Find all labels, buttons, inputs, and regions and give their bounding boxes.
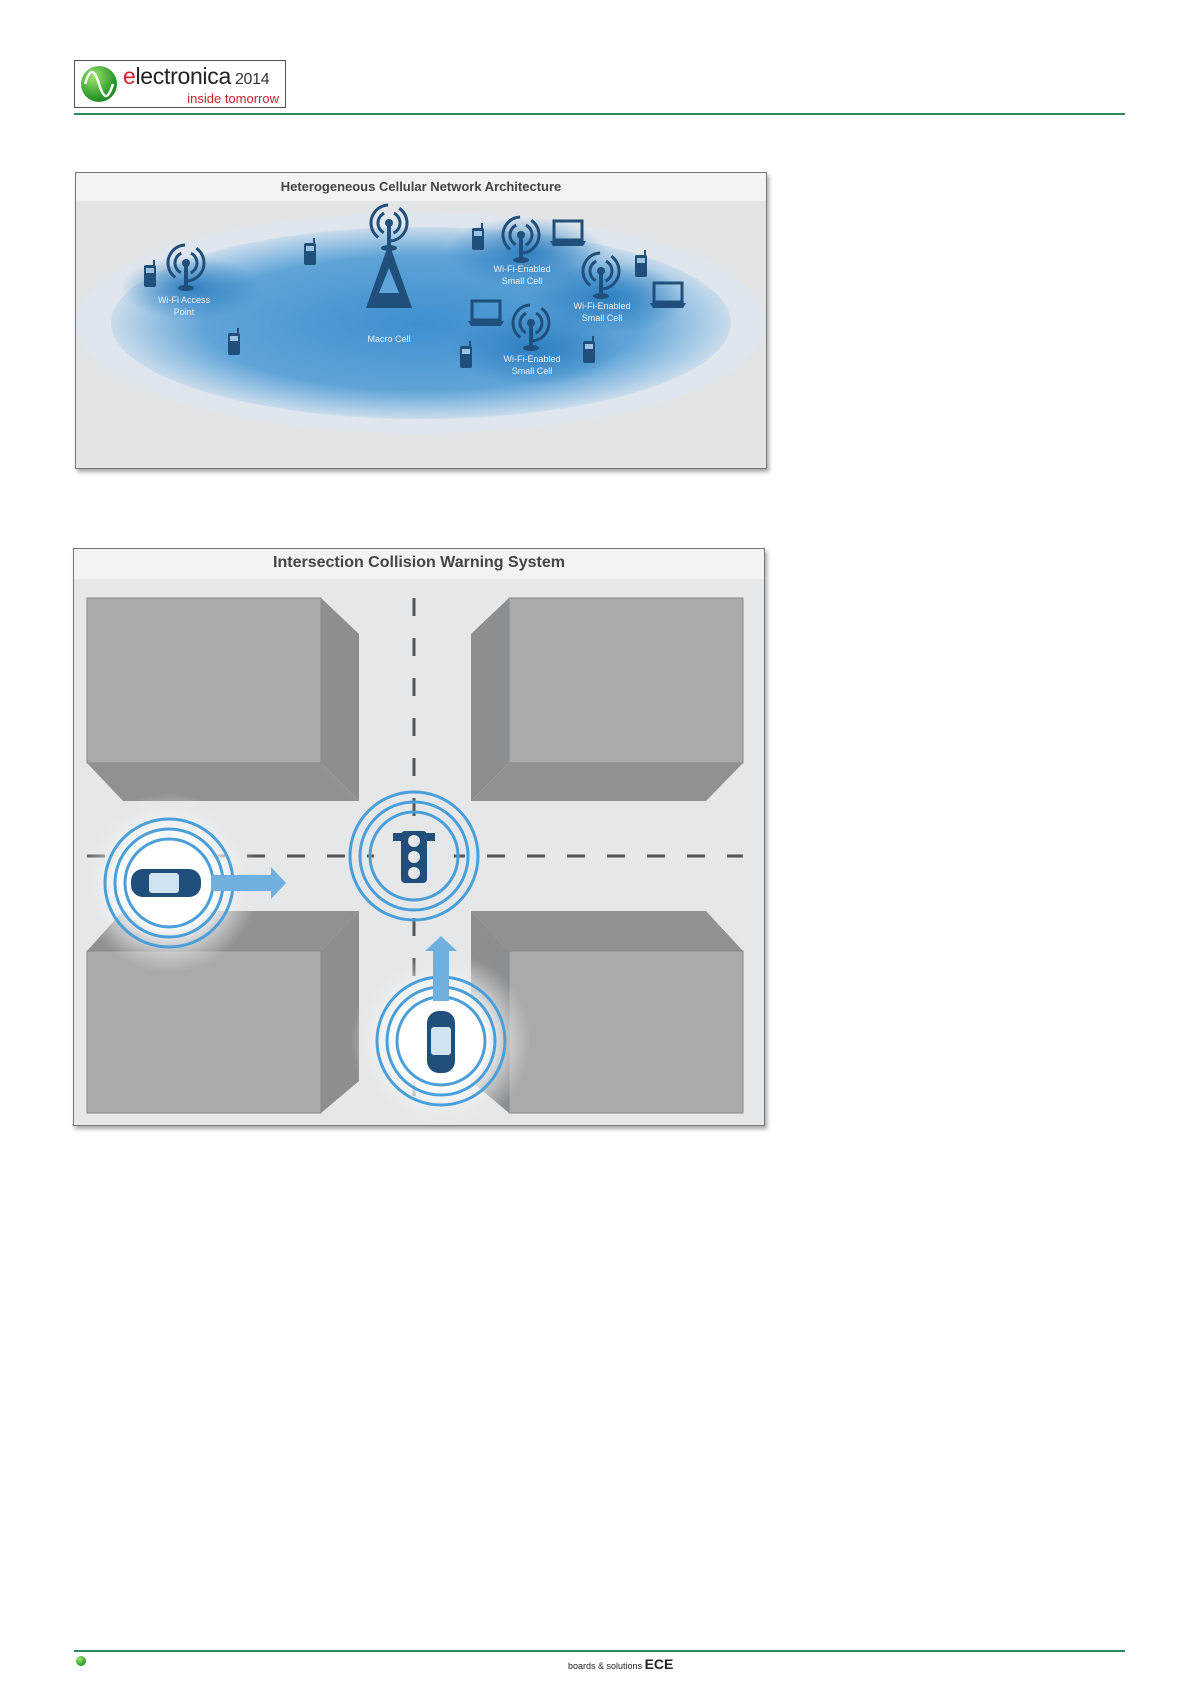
svg-text:Small Cell: Small Cell xyxy=(502,276,543,286)
arrow-right-icon xyxy=(211,867,286,899)
macro-cell-tower-icon xyxy=(362,196,416,308)
figure-title: Heterogeneous Cellular Network Architect… xyxy=(76,173,766,201)
svg-text:Point: Point xyxy=(174,307,195,317)
footer-brand: boards & solutions ECE xyxy=(568,1656,674,1672)
car-northbound-icon xyxy=(375,936,507,1107)
svg-text:Small Cell: Small Cell xyxy=(512,366,553,376)
traffic-light-icon xyxy=(348,790,480,922)
footer-logo-icon xyxy=(76,1656,86,1666)
footer-rule xyxy=(74,1650,1125,1652)
sine-wave-logo-icon xyxy=(81,66,117,102)
building-top-left xyxy=(86,597,359,801)
label-small-cell: Wi-Fi-Enabled xyxy=(573,301,630,311)
building-top-right xyxy=(471,597,744,801)
label-small-cell: Wi-Fi-Enabled xyxy=(503,354,560,364)
label-small-cell: Wi-Fi-Enabled xyxy=(493,264,550,274)
svg-text:Small Cell: Small Cell xyxy=(582,313,623,323)
car-eastbound-icon xyxy=(103,817,286,949)
label-macro-cell: Macro Cell xyxy=(367,334,410,344)
figure-title: Intersection Collision Warning System xyxy=(74,549,764,579)
arrow-up-icon xyxy=(425,936,457,1001)
header-rule xyxy=(74,113,1125,115)
figure-heterogeneous-network: Heterogeneous Cellular Network Architect… xyxy=(75,172,767,469)
figure-intersection-collision: Intersection Collision Warning System xyxy=(73,548,765,1126)
label-wifi-access-point: Wi-Fi Access xyxy=(158,295,211,305)
logo-tagline: inside tomorrow xyxy=(187,91,279,106)
